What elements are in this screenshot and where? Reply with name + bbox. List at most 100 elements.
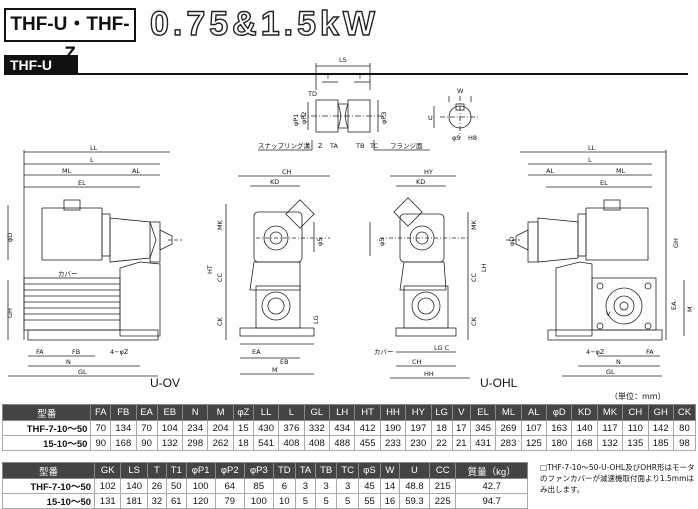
view-label-ov: U-OV [150, 376, 180, 390]
value-cell: 107 [520, 420, 548, 436]
value-cell: 17 [451, 420, 471, 436]
spec-table-1-col-header: LL [252, 404, 280, 421]
spec-table-1-col-header: φD [546, 404, 573, 421]
value-cell: 488 [329, 435, 356, 451]
dim-lh-ohl: LH [480, 263, 488, 272]
subseries-label: THF-U [4, 55, 78, 75]
dim-ea-right: EA [670, 301, 678, 310]
value-cell: 59.3 [398, 493, 431, 509]
spec-table-2-col-header: LS [120, 462, 148, 479]
value-cell: 135 [622, 435, 649, 451]
value-cell: 90 [90, 435, 112, 451]
spec-table-2-col-header: TD [272, 462, 296, 479]
power-rating: 0.75&1.5kW [149, 4, 379, 43]
dim-lgc-ohl: LG C [434, 344, 450, 352]
unit-note: （単位：mm） [610, 392, 666, 401]
value-cell: 26 [146, 478, 167, 494]
value-cell: 5 [294, 493, 317, 509]
value-cell: 225 [428, 493, 457, 509]
spec-table-1-col-header: N [181, 404, 209, 421]
value-cell: 541 [252, 435, 280, 451]
dim-m-right: M [686, 306, 694, 312]
value-cell: 48.8 [398, 478, 431, 494]
dim-hh-ohl: HH [424, 370, 434, 378]
series-title: THF-U・THF-Z [4, 8, 136, 65]
value-cell: 134 [110, 420, 137, 436]
dim-phi5-ohl: φ5 [378, 238, 386, 246]
model-cell: 15-10～50 [1, 493, 96, 509]
dim-n-left: N [66, 358, 71, 366]
value-cell: 262 [207, 435, 234, 451]
value-cell: 430 [252, 420, 280, 436]
spec-table-1-col-header: MK [596, 404, 624, 421]
value-cell: 234 [181, 420, 209, 436]
dim-gh-right: GH [672, 238, 680, 248]
dim-el-left: EL [78, 179, 86, 187]
value-cell: 412 [354, 420, 381, 436]
dim-mk-front: MK [216, 219, 224, 230]
spec-table-1-col-header: ML [495, 404, 522, 421]
dim-phiz-right: 4−φZ [586, 348, 605, 356]
spec-table-1-col-header: HY [405, 404, 432, 421]
value-cell: 90 [135, 435, 158, 451]
dim-phi5-front: φ5 [316, 238, 324, 246]
dim-al-left: AL [132, 167, 140, 175]
value-cell: 376 [278, 420, 305, 436]
spec-table-2-col-header: TC [336, 462, 360, 479]
dim-t-right: T [357, 73, 362, 81]
spec-table-1-col-header: M [207, 404, 234, 421]
dim-ht-front: HT [206, 265, 214, 274]
model-cell: THF-7-10～50 [1, 420, 92, 436]
value-cell: 204 [207, 420, 234, 436]
model-cell: THF-7-10～50 [1, 478, 96, 494]
dim-d-left: φD [6, 233, 14, 242]
value-cell: 140 [120, 478, 148, 494]
spec-table-2-col-header: CC [428, 462, 457, 479]
spec-table-1-col-header: GH [647, 404, 674, 421]
label-cover-left: カバー [58, 270, 78, 278]
value-cell: 455 [354, 435, 381, 451]
technical-drawing: LS T T TD φP1 φP2 φP3 スナップリング溝 Z TA TB T… [6, 56, 694, 379]
dim-fa-left: FA [36, 348, 44, 356]
series-divider [4, 55, 688, 75]
value-cell: 140 [571, 420, 598, 436]
spec-table-1-col-header: EL [469, 404, 497, 421]
spec-table-2-col-header: T [146, 462, 167, 479]
spec-table-2-col-header: U [398, 462, 431, 479]
value-cell: 120 [185, 493, 216, 509]
value-cell: 85 [243, 478, 274, 494]
value-cell: 102 [94, 478, 122, 494]
value-cell: 70 [135, 420, 158, 436]
spec-table-1-col-header: LH [329, 404, 356, 421]
dim-w: W [457, 87, 464, 95]
label-flange-face: フランジ面 [390, 142, 423, 150]
dim-kd-front: KD [270, 178, 279, 186]
value-cell: 45 [358, 478, 381, 494]
dim-ml-right: ML [616, 167, 626, 175]
spec-table-1-col-header: FB [110, 404, 137, 421]
spec-table-2-col-header: GK [94, 462, 122, 479]
spec-table-1-col-header: HH [379, 404, 407, 421]
value-cell: 16 [379, 493, 400, 509]
value-cell: 55 [358, 493, 381, 509]
dim-ll-right: LL [588, 144, 596, 152]
value-cell: 6 [272, 478, 296, 494]
dimension-labels: LS T T TD φP1 φP2 φP3 スナップリング溝 Z TA TB T… [6, 56, 694, 378]
spec-table-1-col-header: CH [622, 404, 649, 421]
spec-table-1-col-header: 型番 [1, 404, 92, 421]
model-cell: 15-10～50 [1, 435, 92, 451]
dim-kd-ohl: KD [416, 178, 425, 186]
value-cell: 269 [495, 420, 522, 436]
label-cover-center: カバー [374, 348, 394, 356]
value-cell: 79 [214, 493, 245, 509]
value-cell: 5 [336, 493, 360, 509]
value-cell: 18 [232, 435, 254, 451]
value-cell: 98 [672, 435, 697, 451]
spec-table-1-col-header: V [451, 404, 471, 421]
dim-gh-left: GH [6, 308, 14, 318]
value-cell: 104 [156, 420, 184, 436]
value-cell: 61 [165, 493, 187, 509]
